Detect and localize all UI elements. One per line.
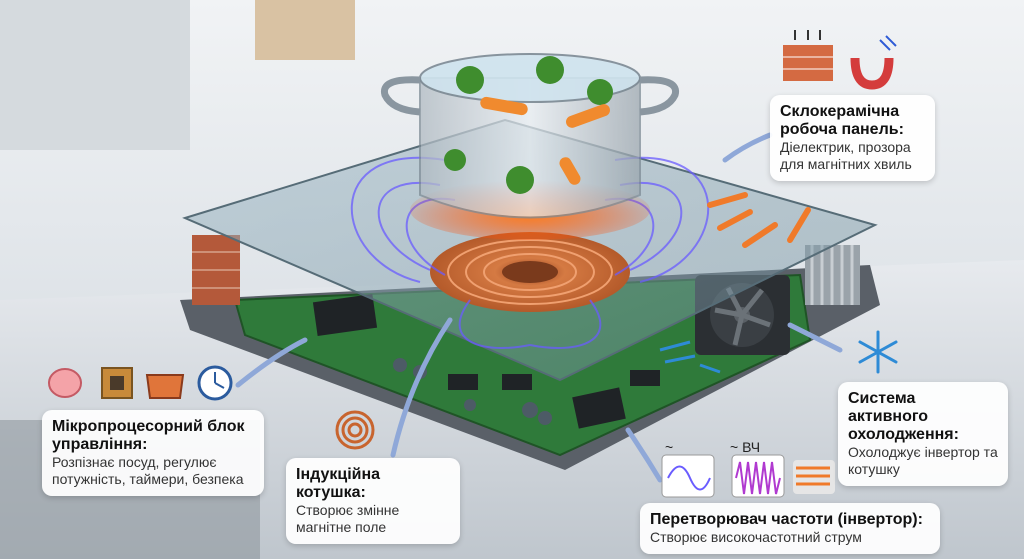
coil-label-desc: Створює змінне магнітне поле: [296, 502, 400, 535]
cooling-label-title: Система активного охолодження:: [848, 390, 959, 443]
pot-icon: [145, 374, 185, 399]
inverter-label: Перетворювач частоти (інвертор): Створює…: [640, 503, 940, 554]
wave-low-label: ~: [665, 439, 673, 455]
micro-label-title: Мікропроцесорний блок управління:: [52, 418, 245, 453]
micro-label-desc: Розпізнає посуд, регулює потужність, тай…: [52, 454, 244, 487]
panel-label: Склокерамічна робоча панель: Діелектрик,…: [770, 95, 935, 181]
micro-label: Мікропроцесорний блок управління: Розпіз…: [42, 410, 264, 496]
wave-high-icon: [731, 454, 785, 498]
carrots: [480, 96, 610, 185]
microcontroller-chip: [312, 293, 378, 337]
airflow-arrows: [659, 340, 721, 374]
panel-label-desc: Діелектрик, прозора для магнітних хвиль: [780, 139, 912, 172]
inverter-label-desc: Створює високочастотний струм: [650, 529, 862, 545]
inverter-label-title: Перетворювач частоти (інвертор):: [650, 511, 923, 528]
brick-block: [192, 235, 240, 305]
chip-icon: [101, 367, 133, 399]
brick-heat-icon: [783, 30, 833, 81]
cooling-label: Система активного охолодження: Охолоджує…: [838, 382, 1008, 486]
pointer-arrows: [235, 132, 843, 483]
cutting-board: [255, 0, 355, 60]
coil-label-title: Індукційна котушка:: [296, 466, 381, 501]
chip-small-3: [630, 370, 660, 386]
cooking-pot: [380, 53, 680, 240]
coil-icon: [335, 410, 375, 450]
brain-icon: [48, 368, 82, 398]
panel-label-title: Склокерамічна робоча панель:: [780, 103, 904, 138]
coil-label: Індукційна котушка: Створює змінне магні…: [286, 458, 460, 544]
cabinet: [0, 0, 190, 150]
chip-small-2: [502, 374, 532, 390]
wave-high-label: ~ ВЧ: [730, 439, 760, 455]
cooling-label-desc: Охолоджує інвертор та котушку: [848, 444, 998, 477]
chip-small-1: [448, 374, 478, 390]
current-arrows-icon: [793, 460, 835, 494]
snowflake-icon: [858, 330, 898, 374]
heat-arrows: [707, 192, 811, 248]
broccoli: [444, 56, 613, 194]
magnet-icon: [850, 35, 897, 90]
timer-icon: [197, 365, 233, 401]
induction-coil: [430, 232, 630, 312]
wave-low-icon: [661, 454, 715, 498]
inverter-chip: [572, 387, 626, 429]
